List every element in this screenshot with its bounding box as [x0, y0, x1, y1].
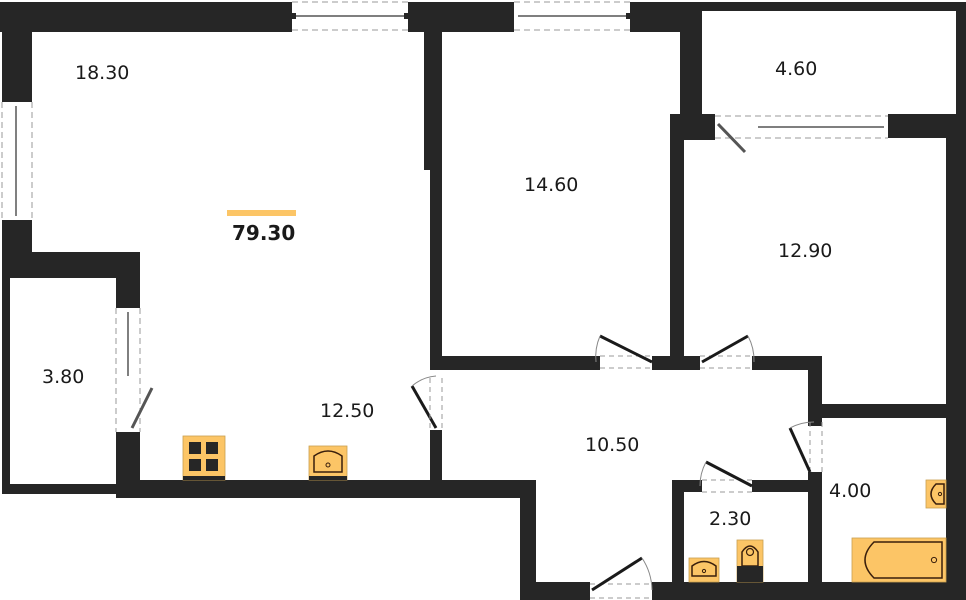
- doors: [410, 334, 823, 599]
- bathroom-sink-icon: [925, 479, 947, 509]
- stove-icon: [182, 435, 226, 481]
- room-area-bedroom-1: 14.60: [524, 174, 579, 196]
- toilet-icon: [736, 539, 764, 583]
- room-area-hallway: 10.50: [585, 434, 640, 456]
- total-area-label: 79.30: [232, 221, 296, 245]
- room-area-kitchen: 12.50: [320, 400, 375, 422]
- room-area-bathroom: 4.00: [829, 480, 872, 502]
- room-area-balcony: 4.60: [775, 58, 818, 80]
- room-area-living-room: 18.30: [75, 62, 130, 84]
- kitchen-sink-icon: [308, 445, 348, 481]
- windows: [1, 1, 888, 432]
- total-area-accent-bar: [227, 210, 296, 216]
- room-area-loggia-left: 3.80: [42, 366, 85, 388]
- room-area-bedroom-2: 12.90: [778, 240, 833, 262]
- toilet-sink-icon: [688, 557, 720, 583]
- room-area-toilet: 2.30: [709, 508, 752, 530]
- bathtub-icon: [851, 537, 947, 583]
- fixtures: [182, 435, 947, 583]
